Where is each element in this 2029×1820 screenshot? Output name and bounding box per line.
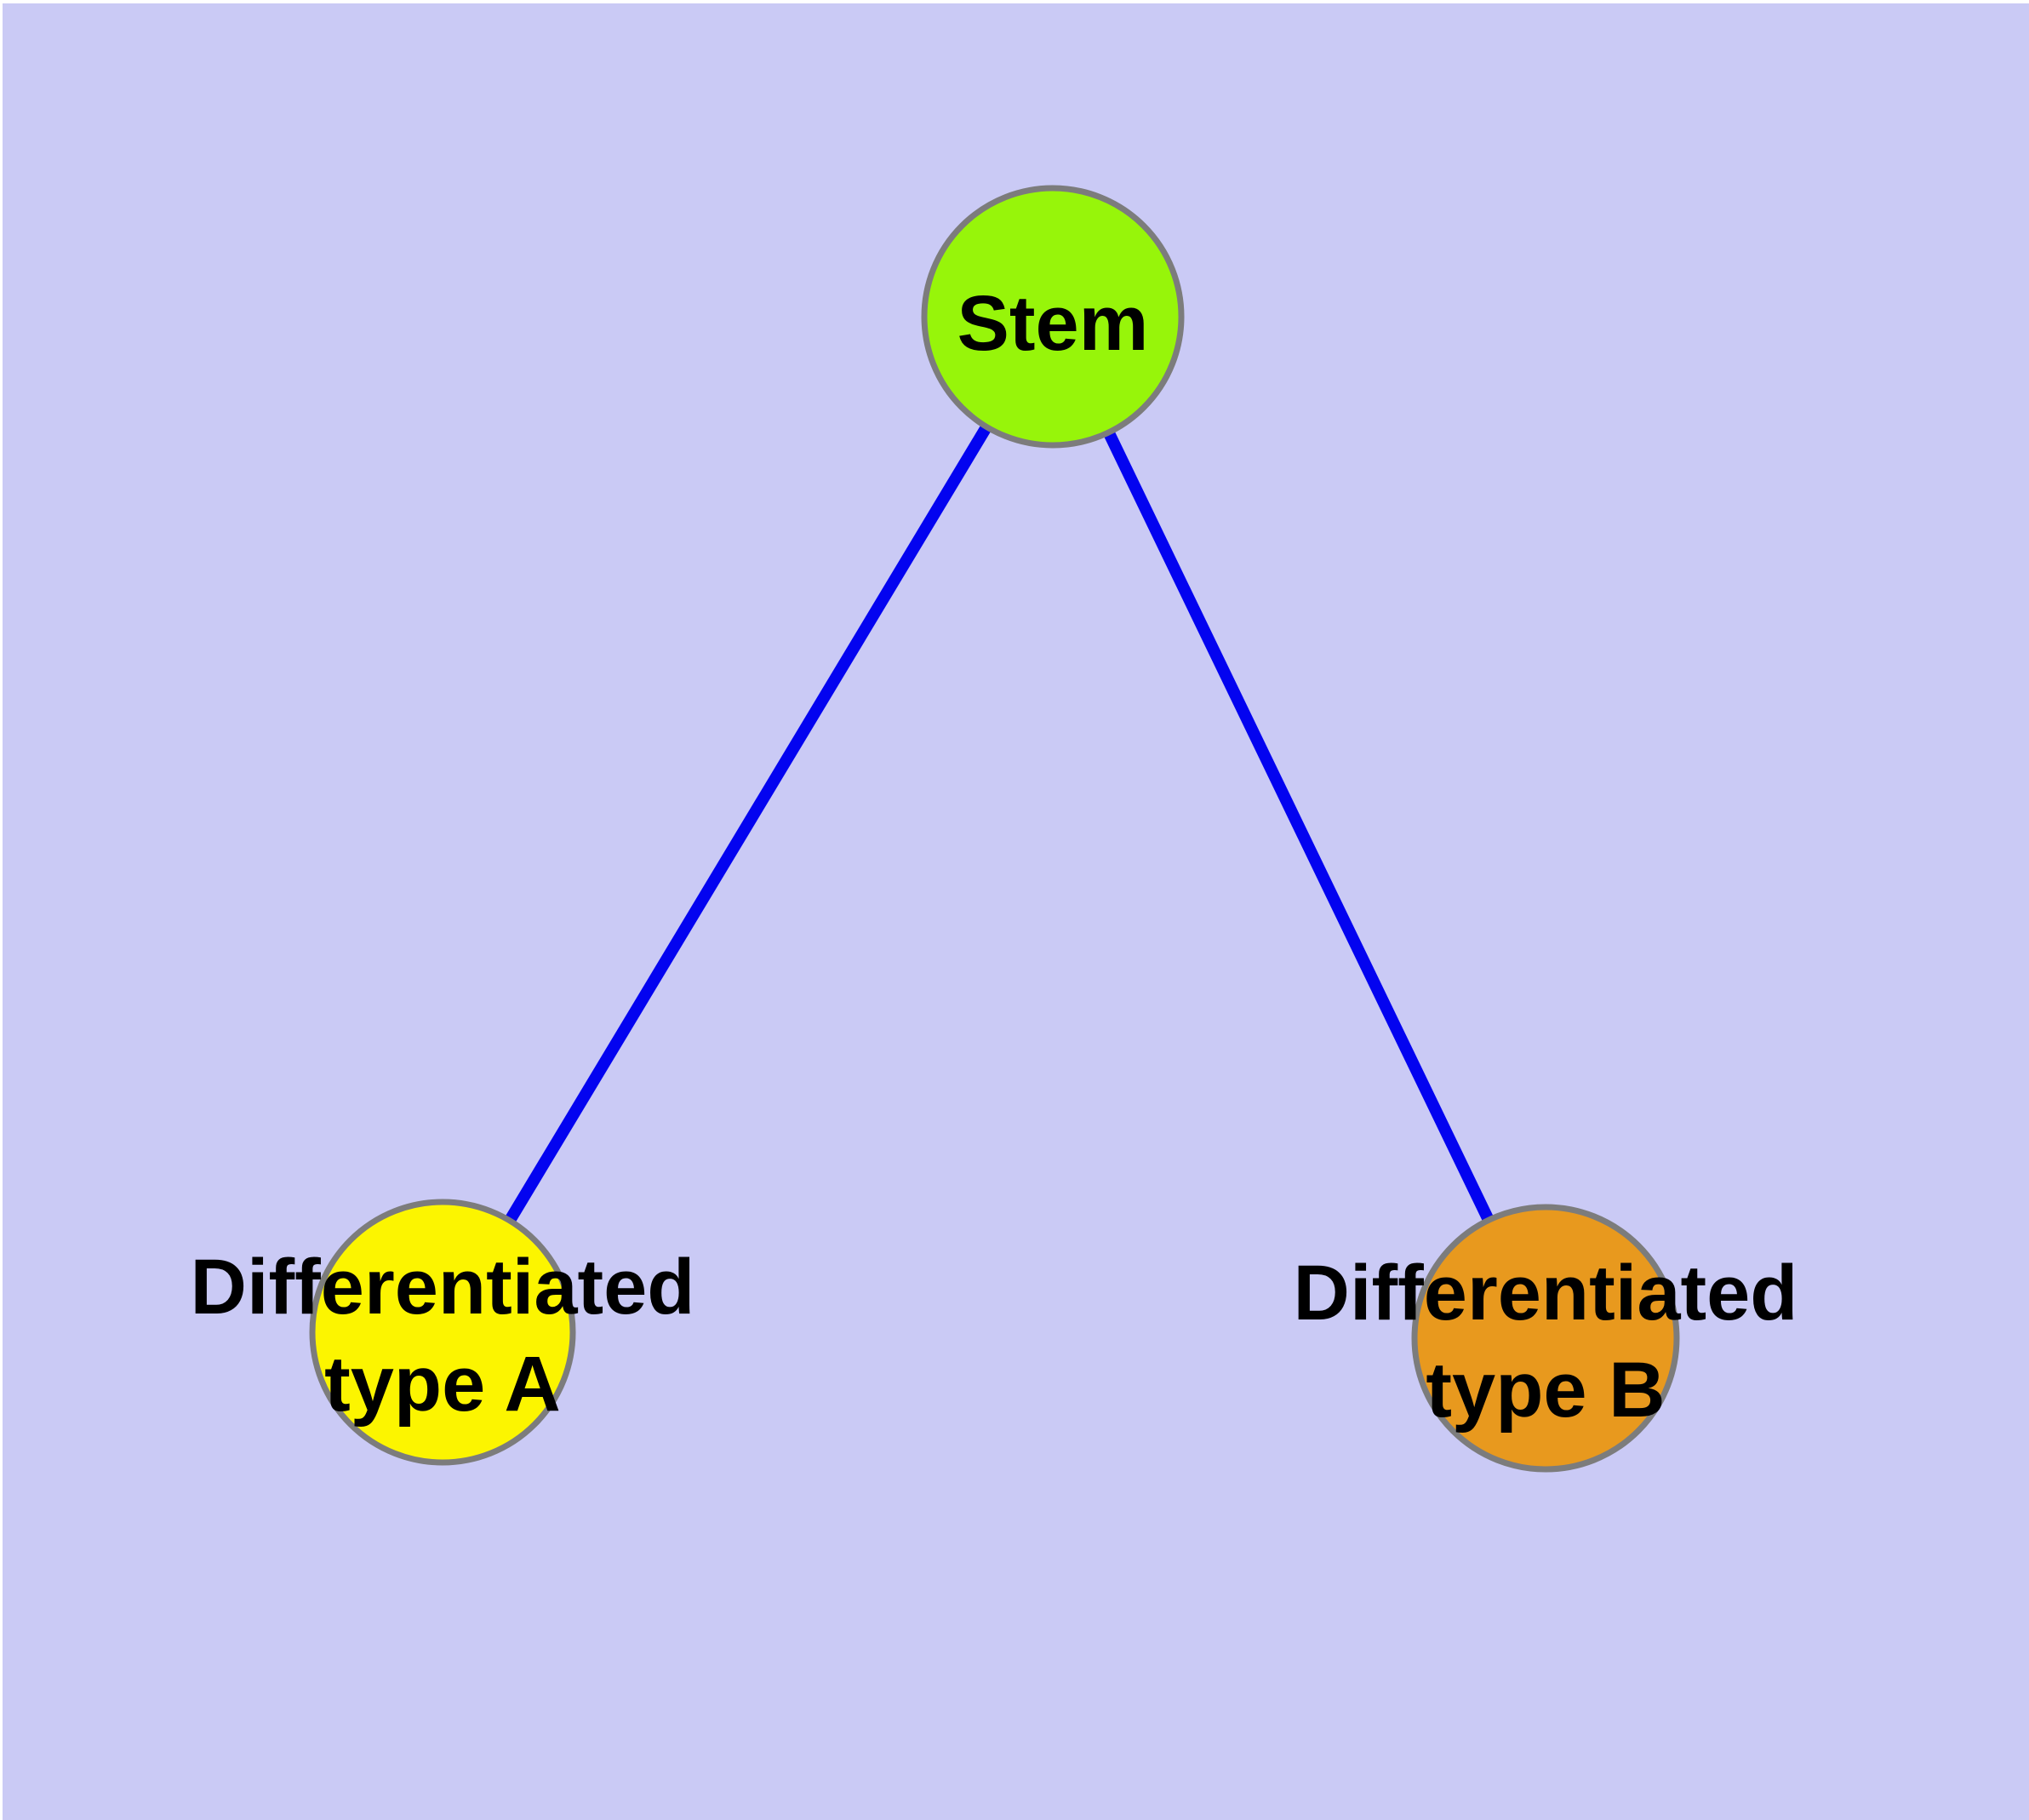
- node-label-line: Differentiated: [1294, 1250, 1798, 1336]
- node-label-line: type B: [1426, 1347, 1665, 1434]
- node-label-diff-a: Differentiated type A: [191, 1244, 695, 1428]
- node-circle-diff-a: [309, 1199, 576, 1466]
- node-circle-stem: [921, 185, 1185, 449]
- node-circle-diff-b: [1411, 1204, 1680, 1473]
- edge-stem-diff-a: [437, 313, 1058, 1336]
- edge-layer: [437, 313, 1552, 1342]
- edge-stem-diff-b: [1047, 313, 1552, 1342]
- node-label-diff-b: Differentiated type B: [1294, 1250, 1798, 1434]
- node-label-stem: Stem: [957, 280, 1149, 367]
- node-label-line: Differentiated: [191, 1244, 695, 1331]
- node-label-line: Stem: [957, 280, 1149, 367]
- node-label-line: type A: [324, 1341, 561, 1428]
